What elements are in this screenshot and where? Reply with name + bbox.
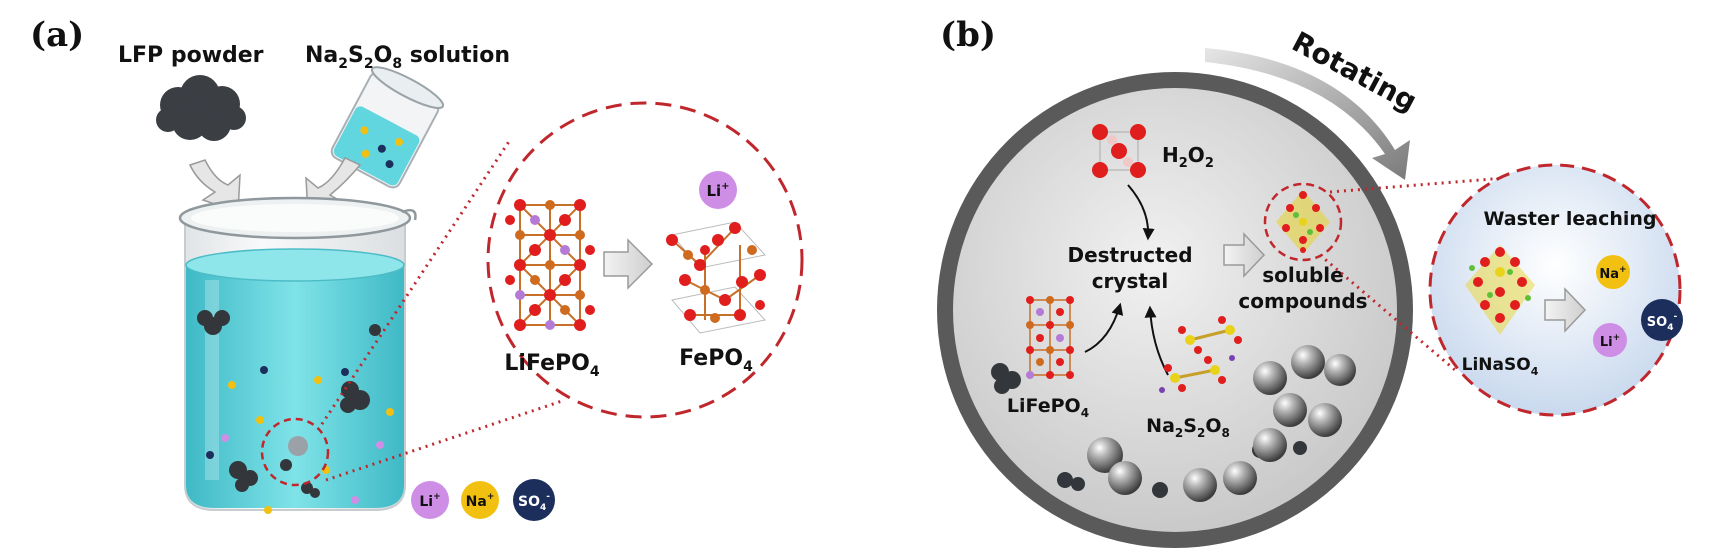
legend-so4-ion bbox=[513, 479, 555, 521]
svg-text:SO4-: SO4- bbox=[1647, 312, 1678, 333]
zoom-b-line-top bbox=[1329, 176, 1506, 194]
rotating-arrow bbox=[1205, 48, 1410, 180]
so4-ion-b bbox=[1641, 299, 1683, 341]
waster-leaching-label: Waster leaching bbox=[1483, 208, 1656, 230]
soluble-crystal bbox=[1276, 190, 1330, 254]
na2s2o8-molecules bbox=[1159, 316, 1242, 393]
main-beaker bbox=[178, 196, 417, 511]
transform-arrow-a bbox=[603, 238, 654, 290]
svg-text:Na+: Na+ bbox=[466, 492, 495, 510]
soluble-label-2: compounds bbox=[1238, 289, 1367, 313]
li-ion-zoom: Li+ bbox=[699, 171, 737, 209]
h2o2-to-crystal-arrow bbox=[1127, 184, 1155, 241]
panel-a-label: (a) bbox=[30, 15, 84, 55]
li-ion-b bbox=[1593, 323, 1627, 357]
milling-balls bbox=[1087, 345, 1356, 502]
linaso4-label: LiNaSO4 bbox=[1462, 355, 1539, 378]
lifepo4-label-a: LiFePO4 bbox=[504, 351, 599, 380]
leaching-arrow bbox=[1544, 287, 1587, 333]
magnified-particle bbox=[288, 436, 308, 456]
drum-lifepo4-label: LiFePO4 bbox=[1007, 395, 1089, 420]
beaker-magnifier bbox=[260, 417, 330, 487]
lifepo4-atoms bbox=[505, 199, 595, 331]
destructed-label-2: crystal bbox=[1092, 269, 1169, 293]
legend-li-ion bbox=[411, 481, 449, 519]
lfp-powder-label: LFP powder bbox=[118, 43, 264, 68]
legend-na-ion bbox=[461, 481, 499, 519]
powder-particles bbox=[197, 310, 381, 498]
h2o2-molecule bbox=[1092, 124, 1146, 178]
fepo4-label-a: FePO4 bbox=[679, 346, 753, 375]
svg-text:Li+: Li+ bbox=[1600, 333, 1620, 350]
svg-text:Li+: Li+ bbox=[419, 492, 440, 510]
svg-text:Na+: Na+ bbox=[1599, 265, 1626, 282]
to-soluble-arrow bbox=[1223, 232, 1266, 278]
zoom-line-top bbox=[316, 139, 512, 431]
drum-lifepo4-crystal bbox=[1029, 299, 1071, 376]
zoom-b-line-bottom bbox=[1319, 253, 1456, 372]
zoom-b-ions: Na+ Li+ SO4- bbox=[1593, 255, 1683, 357]
svg-text:Li+: Li+ bbox=[706, 181, 729, 200]
beaker-ions bbox=[206, 366, 394, 514]
linaso4-crystal bbox=[1465, 245, 1535, 335]
soluble-magnifier bbox=[1263, 182, 1343, 262]
drum-na2s2o8-label: Na2S2O8 bbox=[1146, 415, 1230, 440]
soluble-label-1: soluble bbox=[1262, 263, 1343, 287]
panel-b-label: (b) bbox=[940, 15, 996, 55]
zoom-circle-b bbox=[1428, 163, 1682, 417]
destructed-label-1: Destructed bbox=[1067, 243, 1192, 267]
fepo4-atoms bbox=[666, 222, 766, 323]
na2s2o8-solution-label: Na2S2O8 solution bbox=[305, 43, 510, 72]
zoom-line-bottom bbox=[325, 398, 566, 482]
svg-text:SO4-: SO4- bbox=[518, 492, 550, 513]
ion-legend-a: Li+ Na+ SO4- bbox=[411, 479, 555, 521]
na-ion-b bbox=[1596, 255, 1630, 289]
lfp-powder-cloud bbox=[156, 75, 246, 141]
h2o2-label: H2O2 bbox=[1162, 143, 1214, 171]
drum-lifepo4-atoms bbox=[1026, 296, 1074, 379]
lifepo4-to-crystal-arrow bbox=[1084, 302, 1124, 353]
